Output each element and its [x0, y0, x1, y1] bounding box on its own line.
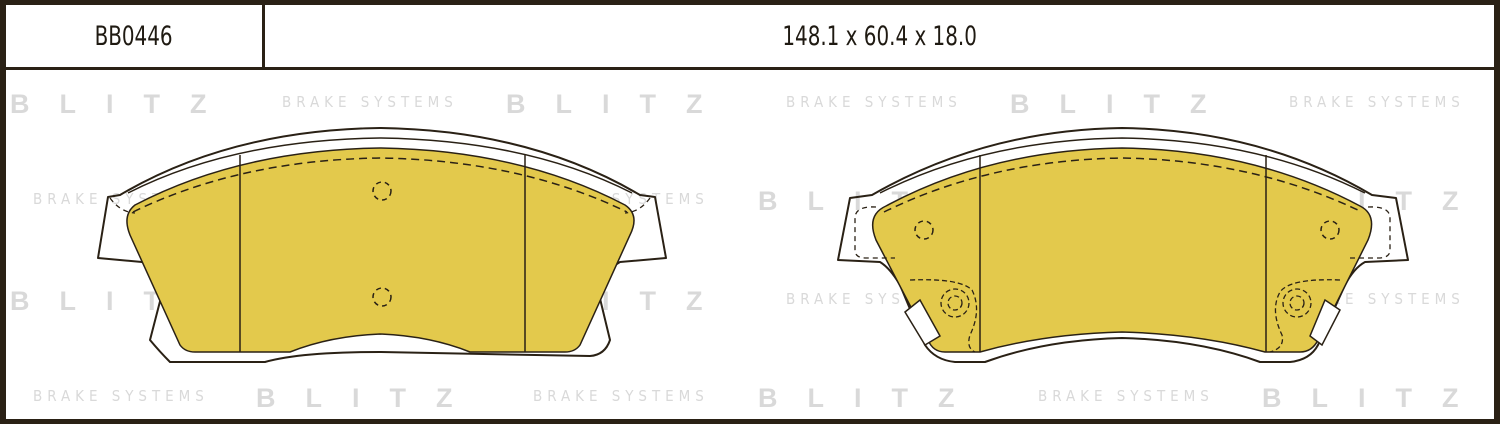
- wear-sensor-left: [909, 279, 978, 353]
- right-pad-backplate: [837, 127, 1409, 363]
- header-bar: BB0446 148.1 x 60.4 x 18.0: [6, 5, 1494, 70]
- part-code-cell: BB0446: [6, 5, 265, 67]
- left-pad-friction: [126, 147, 635, 353]
- right-pad-friction: [871, 147, 1373, 353]
- dimensions: 148.1 x 60.4 x 18.0: [782, 20, 977, 52]
- part-code: BB0446: [94, 20, 173, 52]
- wear-sensor-right: [1269, 279, 1341, 353]
- dimensions-cell: 148.1 x 60.4 x 18.0: [265, 5, 1494, 67]
- brake-pad-drawing: [97, 127, 1409, 363]
